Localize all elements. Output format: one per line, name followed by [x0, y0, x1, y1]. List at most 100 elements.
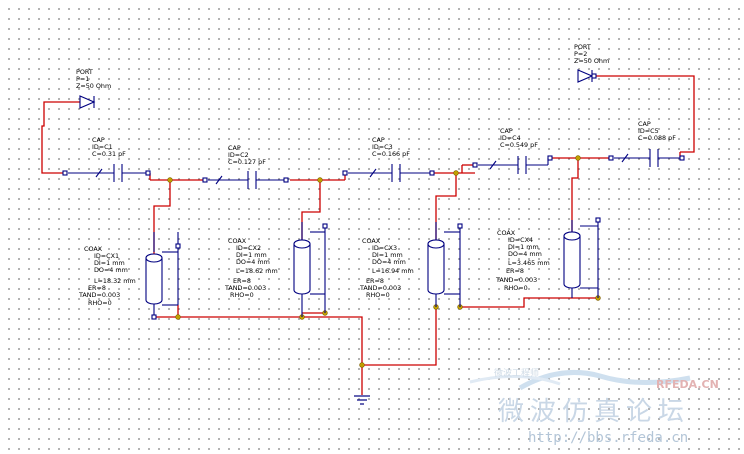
coax-do: DO=4 mm: [372, 258, 406, 266]
wire-stub2: [301, 180, 321, 240]
wire-gnd3: [362, 305, 437, 366]
capacitor-c3[interactable]: [342, 164, 435, 182]
port-type: PORT: [76, 68, 93, 76]
coax-tand: TAND=0.003: [224, 284, 266, 292]
port-symbol: [79, 95, 96, 109]
node-dot: [575, 155, 581, 161]
coax-do: DO=4 mm: [94, 266, 128, 274]
cap-c3-label: CAP ID=C3 C=0.166 pF: [372, 136, 410, 158]
wire-gnd4: [460, 297, 598, 308]
coax-tand: TAND=0.003: [359, 284, 401, 292]
capacitor-c5[interactable]: [608, 149, 685, 167]
cap-c2-label: CAP ID=C2 C=0.127 pF: [228, 144, 266, 166]
cap-value: C=0.549 pF: [500, 141, 538, 149]
node-dot: [317, 177, 323, 183]
cap-type: CAP: [92, 136, 105, 144]
capacitors: [62, 149, 685, 189]
coax-cx3[interactable]: [427, 222, 463, 307]
cap-id: ID=C1: [92, 143, 113, 151]
capacitor-arrow: [95, 168, 103, 178]
coax-cx2-label: COAX ID=CX2 DI=1 mm DO=4 mm L=18.62 mm E…: [224, 237, 278, 299]
port-1[interactable]: [79, 95, 96, 109]
pin: [283, 177, 289, 183]
ground-symbol[interactable]: [354, 395, 370, 405]
pin: [145, 170, 151, 176]
coax-cx4[interactable]: [563, 217, 601, 298]
coax-type: COAX: [84, 245, 103, 253]
capacitor-arrow: [215, 175, 223, 185]
pin: [457, 223, 463, 229]
coax-cx1-label: COAX ID=CX1 DI=1 mm DO=4 mm L=18.32 mm E…: [78, 245, 136, 307]
cap-id: ID=C3: [372, 143, 393, 151]
pin: [472, 162, 478, 168]
cap-value: C=0.088 pF: [638, 134, 676, 142]
cap-type: CAP: [372, 136, 385, 144]
coax-di: DI=1 mm: [236, 251, 267, 259]
pin: [151, 314, 157, 320]
pin: [202, 177, 208, 183]
coax-er: ER=8: [88, 284, 106, 292]
port-2-label: PORT P=2 Z=50 Ohm: [574, 43, 609, 65]
cap-value: C=0.31 pF: [92, 150, 126, 158]
wire-port2: [596, 75, 695, 153]
capacitor-c4[interactable]: [472, 155, 553, 174]
cap-id: ID=C4: [500, 134, 521, 142]
coax-di: DI=1 mm: [94, 259, 125, 267]
coax-cx1[interactable]: [145, 232, 181, 320]
coax-end: [293, 239, 311, 249]
cap-type: CAP: [638, 120, 651, 128]
coax-id: ID=CX1: [94, 252, 119, 260]
pin: [591, 73, 597, 79]
capacitor-arrow: [489, 160, 497, 170]
coax-type: COAX: [497, 229, 516, 237]
pin: [679, 155, 685, 161]
cap-id: ID=C5: [638, 127, 659, 135]
coax-length: L=18.62 mm: [236, 267, 278, 275]
pin: [175, 243, 181, 249]
cap-id: ID=C2: [228, 151, 249, 159]
capacitor-arrow: [621, 153, 629, 163]
cap-type: CAP: [228, 144, 241, 152]
capacitor-c1[interactable]: [62, 164, 151, 182]
pin: [62, 170, 68, 176]
port-impedance: Z=50 Ohm: [76, 82, 111, 90]
coax-elements: [145, 217, 601, 320]
port-type: PORT: [574, 43, 591, 51]
coax-type: COAX: [362, 237, 381, 245]
coax-type: COAX: [228, 237, 247, 245]
coax-end: [563, 231, 581, 241]
watermark-title: 微波仿真论坛: [498, 397, 690, 427]
coax-cx3-label: COAX ID=CX3 DI=1 mm DO=4 mm L=16.94 mm E…: [359, 237, 414, 299]
capacitor-c2[interactable]: [202, 171, 289, 189]
port-number: P=1: [76, 75, 89, 83]
coax-id: ID=CX4: [508, 236, 533, 244]
port-2[interactable]: [577, 69, 597, 83]
coax-length: L=18.32 mm: [94, 277, 136, 285]
watermark-wave: [469, 375, 561, 386]
coax-do: DO=4 mm: [236, 258, 270, 266]
port-number: P=2: [574, 50, 587, 58]
port-impedance: Z=50 Ohm: [574, 57, 609, 65]
wires: [41, 75, 695, 395]
watermark-small: 微波工程师: [494, 367, 539, 379]
wire-stub1: [153, 180, 171, 255]
coax-length: L=3.465 mm: [508, 259, 550, 267]
pin: [322, 223, 328, 229]
pin: [547, 155, 553, 161]
coax-rho: RHO=0: [504, 284, 528, 292]
cap-c1-label: CAP ID=C1 C=0.31 pF: [92, 136, 126, 158]
nodes: [167, 155, 601, 368]
watermark-wave: [518, 369, 691, 391]
coax-id: ID=CX2: [236, 244, 261, 252]
coax-tand: TAND=0.003: [78, 291, 120, 299]
coax-cx2[interactable]: [293, 222, 328, 317]
node-dot: [167, 177, 173, 183]
node-dot: [453, 170, 459, 176]
port-1-label: PORT P=1 Z=50 Ohm: [76, 68, 111, 90]
capacitor-arrow: [369, 168, 377, 178]
coax-do: DO=4 mm: [508, 250, 542, 258]
port-symbol: [577, 69, 594, 83]
coax-di: DI=1 mm: [508, 243, 539, 251]
